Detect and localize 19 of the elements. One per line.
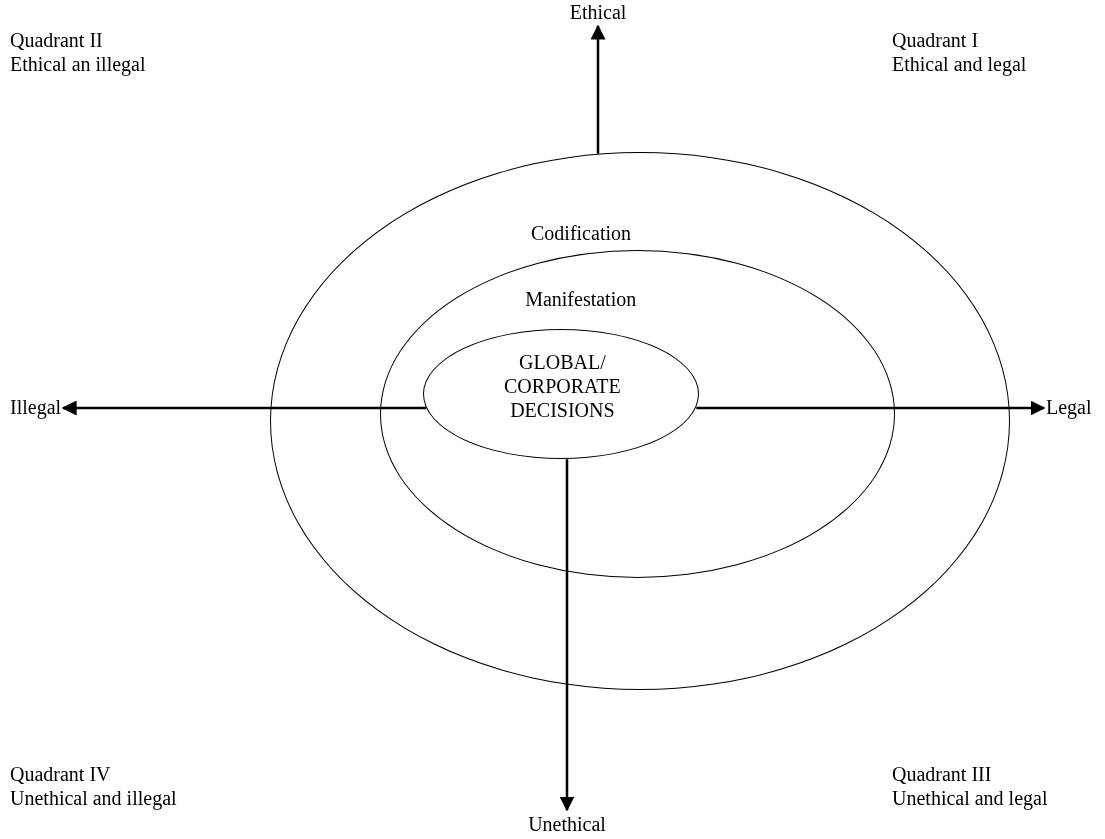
quadrant-title: Quadrant I <box>892 28 979 52</box>
quadrant-description: Ethical and legal <box>892 52 1027 76</box>
arrow <box>61 400 427 416</box>
quadrant-description: Unethical and legal <box>892 786 1048 810</box>
axis-label: Illegal <box>10 395 62 419</box>
quadrant-title: Quadrant II <box>10 28 103 52</box>
axis-label: Unethical <box>528 812 606 836</box>
axis-label: Legal <box>1046 395 1092 419</box>
ring-label: GLOBAL/ CORPORATE DECISIONS <box>503 350 622 423</box>
arrow <box>696 400 1046 416</box>
quadrant-title: Quadrant III <box>892 762 992 786</box>
quadrant-description: Ethical an illegal <box>10 52 146 76</box>
quadrant-title: Quadrant IV <box>10 762 111 786</box>
axis-label: Ethical <box>569 0 627 24</box>
ring-label: Codification <box>531 221 631 245</box>
quadrant-description: Unethical and illegal <box>10 786 177 810</box>
arrow <box>590 24 606 154</box>
ring-label: Manifestation <box>525 286 637 311</box>
arrow <box>559 459 575 812</box>
